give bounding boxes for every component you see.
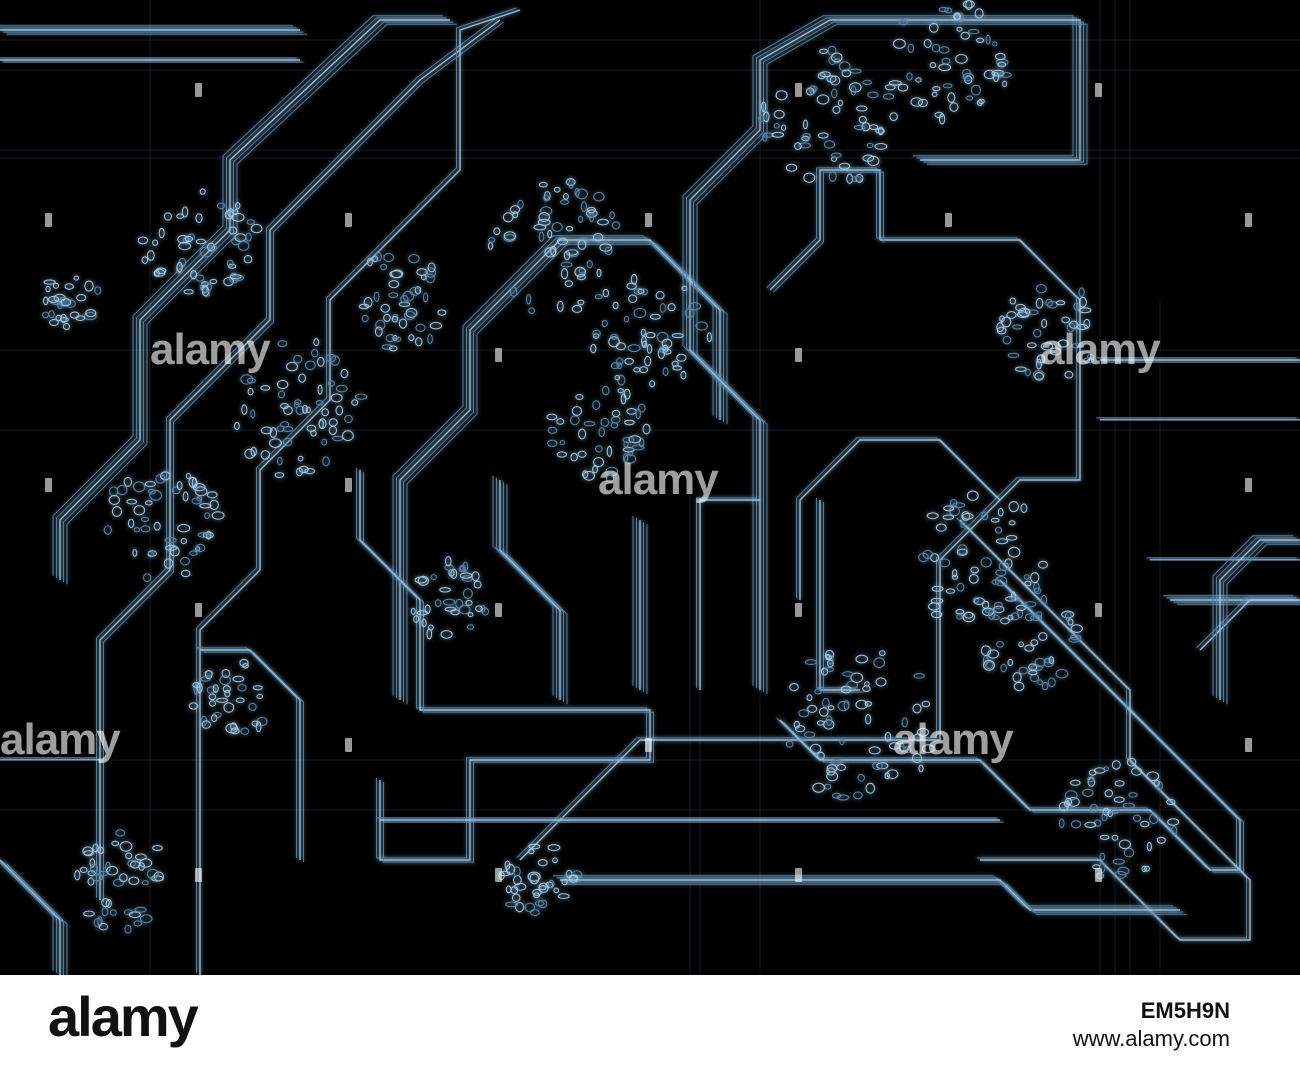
footer-image-id: EM5H9N www.alamy.com bbox=[1073, 997, 1230, 1052]
circuit-node-cluster bbox=[410, 556, 489, 640]
watermark-dot bbox=[1245, 478, 1252, 492]
watermark-dot bbox=[1095, 83, 1102, 97]
circuit-trace bbox=[816, 497, 864, 693]
circuit-trace bbox=[796, 437, 1001, 600]
watermark-dot bbox=[1245, 213, 1252, 227]
watermark-dot bbox=[345, 478, 352, 492]
circuit-node-cluster bbox=[996, 284, 1095, 381]
circuit-node-cluster bbox=[758, 45, 898, 184]
circuit-trace bbox=[0, 757, 100, 761]
circuit-node-cluster bbox=[137, 188, 263, 297]
circuit-node-cluster bbox=[785, 649, 935, 801]
circuit-trace bbox=[392, 235, 728, 705]
circuit-node-cluster bbox=[234, 338, 368, 478]
circuit-node-cluster bbox=[498, 843, 583, 916]
circuit-trace bbox=[696, 497, 760, 690]
circuit-trace bbox=[516, 237, 1081, 861]
image-code: EM5H9N bbox=[1140, 998, 1230, 1023]
circuit-node-cluster bbox=[1058, 757, 1180, 880]
watermark-dot bbox=[795, 83, 802, 97]
circuit-trace bbox=[1146, 557, 1300, 561]
watermark-dot bbox=[645, 213, 652, 227]
watermark-dot bbox=[795, 603, 802, 617]
watermark-dot bbox=[345, 213, 352, 227]
watermark-dot bbox=[645, 738, 652, 752]
circuit-trace bbox=[553, 875, 1187, 915]
watermark-dot bbox=[1245, 738, 1252, 752]
circuit-artwork: alamy alamy alamy alamy alamy bbox=[0, 0, 1300, 975]
watermark-dot bbox=[195, 603, 202, 617]
watermark-dot bbox=[495, 348, 502, 362]
circuit-node-cluster bbox=[980, 587, 1083, 692]
circuit-trace bbox=[376, 817, 1004, 823]
circuit-node-cluster bbox=[590, 273, 713, 388]
watermark-dot bbox=[195, 868, 202, 882]
circuit-node-cluster bbox=[546, 385, 651, 483]
watermark-dot bbox=[195, 83, 202, 97]
watermark-dot bbox=[945, 213, 952, 227]
circuit-trace bbox=[0, 25, 307, 35]
circuit-trace bbox=[632, 515, 648, 695]
watermark-dot bbox=[45, 478, 52, 492]
circuit-trace bbox=[356, 467, 654, 863]
circuit-node-cluster bbox=[487, 178, 621, 315]
circuit-trace bbox=[776, 577, 1244, 873]
watermark-logo: alamy bbox=[1040, 325, 1161, 374]
watermark-logo: alamy bbox=[893, 715, 1014, 764]
site-url: www.alamy.com bbox=[1072, 1025, 1230, 1051]
circuit-trace bbox=[492, 475, 568, 705]
circuit-trace bbox=[1212, 535, 1300, 705]
circuit-trace bbox=[766, 167, 884, 293]
watermark-dot bbox=[495, 603, 502, 617]
watermark-dot bbox=[795, 868, 802, 882]
watermark-logo: alamy bbox=[598, 455, 719, 504]
circuit-pattern bbox=[0, 0, 1300, 975]
circuit-node-cluster bbox=[188, 658, 268, 735]
circuit-trace bbox=[0, 57, 304, 63]
circuit-node-cluster bbox=[888, 0, 1012, 125]
circuit-trace bbox=[196, 7, 521, 975]
watermark-dot bbox=[795, 348, 802, 362]
watermark-dot bbox=[1095, 603, 1102, 617]
circuit-trace bbox=[682, 15, 1088, 695]
circuit-trace bbox=[0, 859, 68, 975]
circuit-trace bbox=[96, 17, 504, 903]
circuit-node-cluster bbox=[42, 275, 102, 330]
circuit-trace bbox=[196, 647, 304, 863]
watermark-dot bbox=[345, 738, 352, 752]
circuit-trace bbox=[956, 517, 1251, 941]
circuit-node-cluster bbox=[103, 471, 225, 582]
watermark-dot bbox=[495, 868, 502, 882]
circuit-node-cluster bbox=[74, 829, 165, 934]
watermark-logo: alamy bbox=[0, 715, 121, 764]
circuit-node-cluster bbox=[358, 251, 447, 352]
circuit-trace bbox=[1196, 597, 1300, 651]
watermark-logo: alamy bbox=[150, 325, 271, 374]
circuit-node-cluster bbox=[918, 490, 1048, 625]
watermark-dot bbox=[1095, 868, 1102, 882]
footer-logo: alamy bbox=[48, 985, 199, 1048]
circuit-trace bbox=[1096, 417, 1300, 421]
footer-bar: alamy EM5H9N www.alamy.com bbox=[0, 975, 1300, 1065]
watermark-dot bbox=[45, 213, 52, 227]
circuit-trace bbox=[1096, 357, 1300, 363]
